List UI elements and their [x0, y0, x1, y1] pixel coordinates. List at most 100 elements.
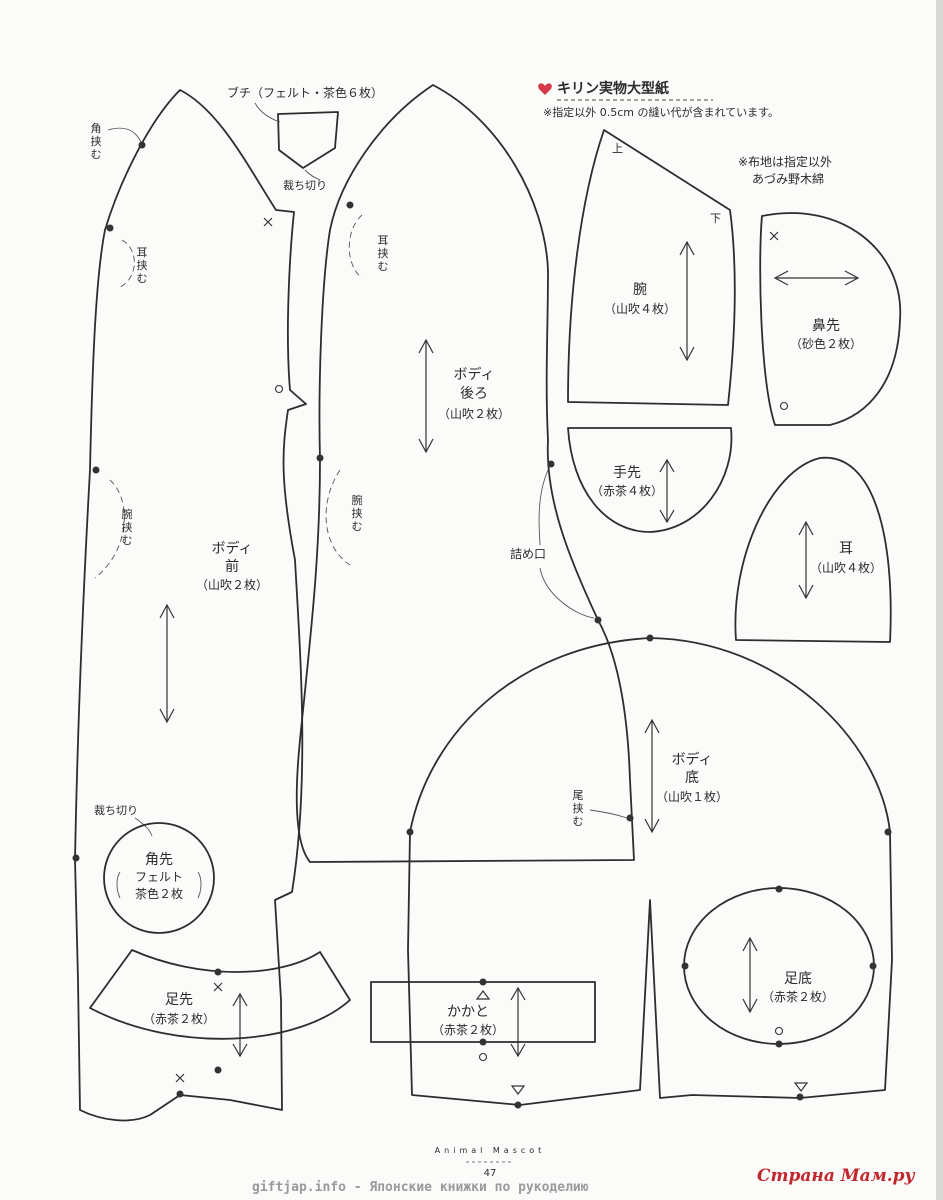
ear-insert-back-arc [348, 214, 363, 279]
notch-dot [138, 141, 146, 149]
notch-dot [626, 814, 634, 822]
notch-dot [547, 460, 555, 468]
arm-insert-back-arc [325, 469, 351, 566]
sole-name: 足底 [784, 971, 812, 987]
ear-spec: （山吹４枚） [810, 560, 882, 575]
ear-name: 耳 [839, 541, 853, 557]
piece-ear: 耳 （山吹４枚） [734, 457, 892, 643]
arm-insert-back-2: 挟 [352, 506, 363, 520]
notch-dot [869, 962, 877, 970]
header: キリン実物大型紙 ※指定以外 0.5cm の縫い代が含まれています。 ※布地は指… [538, 80, 832, 186]
arm-insert-arc [94, 479, 125, 579]
arm-spec: （山吹４枚） [604, 301, 676, 316]
notch-dot [214, 968, 222, 976]
piece-sole: 足底 （赤茶２枚） [681, 885, 877, 1048]
piece-horn-tip: 裁ち切り 角先 フェルト 茶色２枚 [94, 804, 215, 934]
notch-dot [479, 1038, 487, 1046]
heel-name: かかと [447, 1004, 489, 1020]
body-front-name1: ボディ [211, 540, 252, 557]
buchi-cut-note: 裁ち切り [283, 179, 327, 192]
body-bottom-spec: （山吹１枚） [656, 789, 728, 804]
watermark-right: Страна Мам.ру [757, 1166, 916, 1186]
notch-dot [214, 1066, 222, 1074]
page-number: 47 [484, 1168, 497, 1179]
stuffing-opening-label: 詰め口 [510, 546, 546, 561]
ear-insert-arc [117, 239, 135, 289]
ear-insert-back-3: む [378, 260, 389, 273]
ear-outline [734, 457, 892, 643]
heart-icon [538, 83, 552, 95]
buchi-leader [254, 102, 281, 123]
hand-outline [567, 427, 733, 533]
tail-insert-1: 尾 [573, 789, 584, 802]
horn-tip-brackets [116, 871, 202, 899]
muzzle-name: 鼻先 [812, 317, 840, 334]
muzzle-spec: （砂色２枚） [790, 336, 862, 351]
horn-insert-label-2: 挟 [91, 134, 102, 148]
horn-tip-spec1: フェルト [135, 870, 183, 884]
body-front-spec: （山吹２枚） [196, 577, 268, 592]
notch-dot [176, 1090, 184, 1098]
piece-body-front: ボディ 前 （山吹２枚） [72, 89, 307, 1122]
notch-dot [479, 978, 487, 986]
arm-outline [567, 129, 736, 406]
arm-insert-front-2: 挟 [122, 520, 133, 534]
ear-insert-back-1: 耳 [378, 234, 389, 247]
foot-tip-spec: （赤茶２枚） [143, 1011, 215, 1026]
body-front-outline [74, 89, 307, 1122]
horn-insert-label-3: む [91, 148, 102, 161]
grainline-arrowheads [679, 240, 695, 362]
cross-mark [263, 217, 273, 227]
grainline-arrowheads [510, 986, 526, 1058]
notch-dot [775, 1040, 783, 1048]
piece-muzzle: 鼻先 （砂色２枚） [759, 212, 902, 426]
header-title: キリン実物大型紙 [557, 80, 669, 97]
piece-body-bottom: ボディ 底 （山吹１枚） [406, 634, 893, 1109]
piece-body-back: ボディ 後ろ （山吹２枚） [295, 84, 635, 863]
notch-dot [681, 962, 689, 970]
body-back-name1: ボディ [453, 366, 494, 383]
notch-dot [796, 1093, 804, 1101]
footer-brand: Animal Mascot [435, 1146, 546, 1155]
foot-tip-name: 足先 [165, 992, 193, 1008]
horn-tip-leader [134, 817, 153, 837]
arm-mark-top: 上 [612, 142, 623, 155]
footer: Animal Mascot 47 giftjap.info - Японские… [252, 1146, 916, 1195]
body-front-name2: 前 [225, 558, 239, 575]
grainline-arrowheads [644, 718, 660, 834]
hand-name: 手先 [613, 465, 641, 481]
notch-dot [106, 224, 114, 232]
triangle-up-mark [475, 990, 491, 1000]
notch-dot [594, 616, 602, 624]
body-back-name2: 後ろ [460, 386, 488, 402]
arm-mark-bottom: 下 [710, 212, 721, 225]
piece-buchi: ブチ（フェルト・茶色６枚） 裁ち切り [227, 85, 383, 192]
buchi-outline [277, 111, 339, 169]
body-bottom-outline [407, 637, 893, 1106]
triangle-down-mark [793, 1082, 809, 1092]
horn-tip-outline [103, 822, 215, 934]
horn-leader [107, 127, 142, 143]
notch-dot [775, 885, 783, 893]
cross-mark [175, 1073, 185, 1083]
stuffing-leader [538, 469, 595, 619]
ear-insert-front-3: む [137, 272, 148, 285]
grainline-arrowheads [798, 520, 814, 600]
match-circle [478, 1052, 488, 1062]
arm-insert-front-3: む [122, 534, 133, 547]
ear-insert-front-1: 耳 [137, 246, 148, 259]
piece-arm: 上 下 腕 （山吹４枚） [567, 129, 736, 406]
watermark-left: giftjap.info - Японские книжки по рукоде… [252, 1180, 589, 1195]
fabric-note-line2: あづみ野木綿 [752, 172, 824, 186]
match-circle [779, 401, 789, 411]
buchi-cut-leader [304, 169, 321, 181]
sole-outline [683, 887, 875, 1045]
arm-insert-back-3: む [352, 520, 363, 533]
body-bottom-name2: 底 [685, 770, 699, 786]
match-circle [274, 384, 284, 394]
arm-insert-back-1: 腕 [352, 493, 363, 507]
sole-spec: （赤茶２枚） [762, 989, 834, 1004]
notch-dot [72, 854, 80, 862]
ear-insert-back-2: 挟 [378, 246, 389, 260]
